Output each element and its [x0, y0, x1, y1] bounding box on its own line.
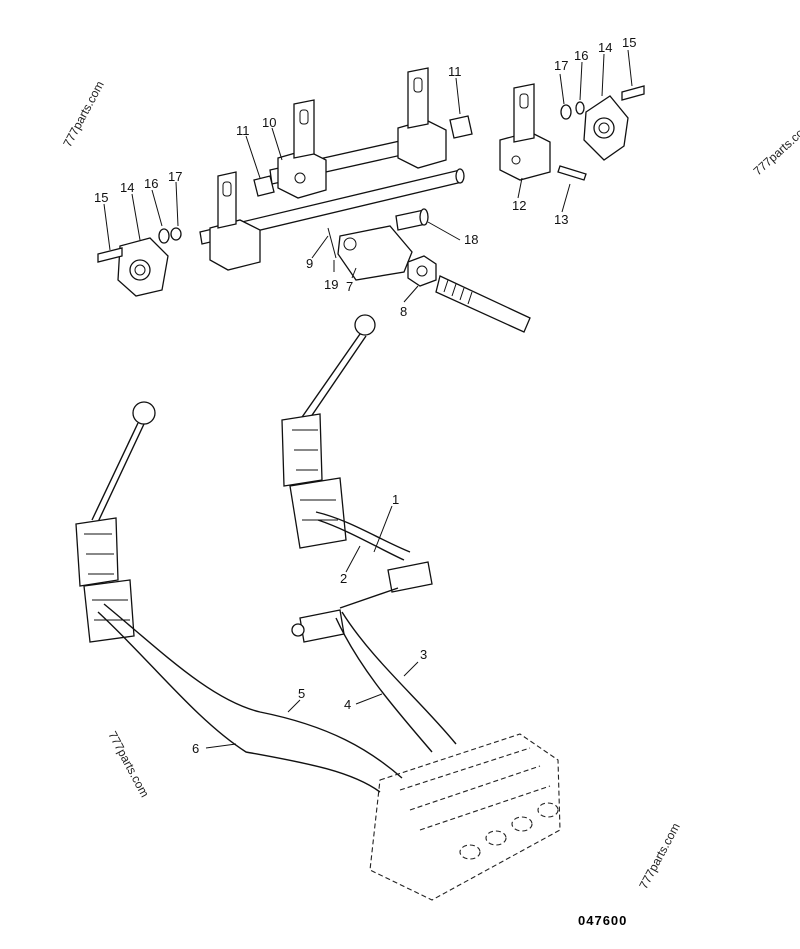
- callout-6: 6: [192, 741, 199, 756]
- lever-handle-right: [299, 333, 367, 425]
- callout-5: 5: [298, 686, 305, 701]
- callout-2: 2: [340, 571, 347, 586]
- callout-18: 18: [464, 232, 478, 247]
- control-lever-assembly: [75, 314, 561, 901]
- callout-16-left: 16: [144, 176, 158, 191]
- leader-lines: [103, 49, 633, 749]
- washer-16-right: [575, 101, 585, 115]
- callout-14-right: 14: [598, 40, 612, 55]
- callout-16-right: 16: [574, 48, 588, 63]
- bush-11-right: [449, 115, 473, 139]
- crank-bracket-lower: [299, 609, 345, 643]
- lever-block-10: [277, 149, 327, 199]
- watermark-bottom-right: 777parts.com: [636, 821, 682, 892]
- lever-housing-left: [75, 517, 119, 587]
- callout-19: 19: [324, 277, 338, 292]
- crank-bracket-upper: [387, 561, 433, 593]
- rod-2: [317, 519, 405, 561]
- callout-15-left: 15: [94, 190, 108, 205]
- lever-knob-right: [354, 314, 376, 336]
- callout-8: 8: [400, 304, 407, 319]
- nut-17-left: [170, 227, 182, 241]
- rod-4: [335, 617, 433, 753]
- callout-11-right: 11: [448, 64, 462, 79]
- nut-8: [407, 255, 437, 287]
- callout-4: 4: [344, 697, 351, 712]
- callout-11-left: 11: [236, 123, 250, 138]
- lever-handle-left: [91, 422, 145, 523]
- rod-5: [103, 603, 403, 779]
- control-valve-block: [369, 733, 561, 901]
- pin-13: [557, 165, 587, 181]
- callout-9: 9: [306, 256, 313, 271]
- callout-17-right: 17: [554, 58, 568, 73]
- callout-14-left: 14: [120, 180, 134, 195]
- callout-12: 12: [512, 198, 526, 213]
- drawing-code: 047600: [578, 913, 627, 928]
- watermark-top-right: 777parts.co: [751, 126, 800, 179]
- callout-15-right: 15: [622, 35, 636, 50]
- callout-3: 3: [420, 647, 427, 662]
- lever-block-lower: [209, 219, 261, 271]
- threaded-rod: [435, 275, 531, 333]
- watermark-top-left: 777parts.com: [60, 79, 106, 150]
- bolt-15-right: [621, 85, 645, 101]
- clevis-7: [337, 225, 413, 281]
- bolt-15-left: [97, 247, 123, 263]
- rod-3: [341, 611, 457, 745]
- lever-block-right: [397, 119, 447, 169]
- callout-numbers: 1 2 3 4 5 6 7 8 9 10 11 11 12 13 14 14 1…: [94, 35, 636, 756]
- washer-16-left: [158, 228, 170, 244]
- cross-shaft-assembly: [97, 67, 645, 333]
- callout-13: 13: [554, 212, 568, 227]
- nut-17-right: [560, 104, 572, 120]
- callout-17-left: 17: [168, 169, 182, 184]
- rod-6: [97, 611, 381, 793]
- rod-1: [315, 511, 411, 553]
- lever-knob-left: [132, 401, 156, 425]
- bush-11-left: [253, 175, 275, 197]
- callout-1: 1: [392, 492, 399, 507]
- split-pin-19: [327, 227, 337, 259]
- callout-7: 7: [346, 279, 353, 294]
- watermark-bottom-left: 777parts.com: [105, 729, 151, 800]
- callout-10: 10: [262, 115, 276, 130]
